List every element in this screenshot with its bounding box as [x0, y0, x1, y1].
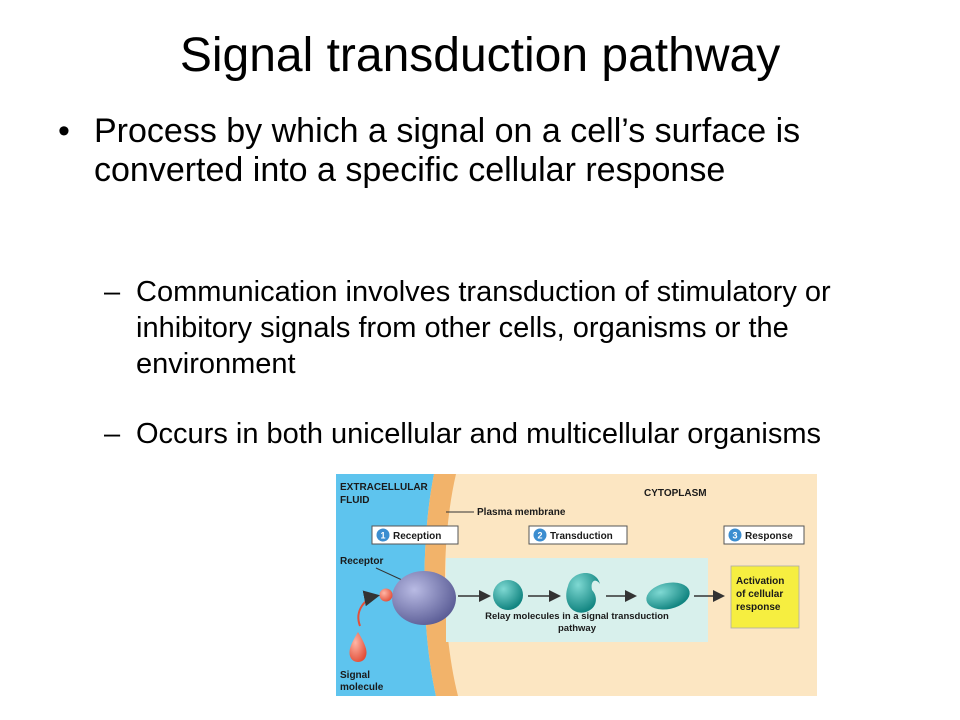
- bullet-text: Process by which a signal on a cell’s su…: [94, 112, 801, 189]
- stage-label: Transduction: [550, 531, 613, 542]
- activation-text: of cellular: [736, 589, 783, 600]
- stage-number-badge: [533, 528, 547, 542]
- receptor-leader-line: [375, 567, 403, 581]
- stage-number-badge: [376, 528, 390, 542]
- sub-bullet-occurs: – Occurs in both unicellular and multice…: [104, 416, 856, 452]
- activation-text: response: [736, 602, 781, 613]
- relay-molecule-2: [566, 572, 600, 613]
- stage-response: 3 Response: [723, 525, 805, 545]
- stage-reception: 1 Reception: [371, 525, 459, 545]
- signal-transduction-figure: EXTRACELLULAR FLUID CYTOPLASM Plasma mem…: [336, 474, 817, 696]
- sub-bullet-marker: –: [104, 276, 121, 308]
- sub-bullet-communication: – Communication involves transduction of…: [104, 274, 856, 382]
- sub-bullet-text: Occurs in both unicellular and multicell…: [136, 418, 822, 450]
- receptor-protein: [392, 571, 456, 625]
- relay-molecule-3: [646, 582, 690, 610]
- sub-bullet-text: Communication involves transduction of s…: [136, 276, 831, 380]
- figure-svg: EXTRACELLULAR FLUID CYTOPLASM Plasma mem…: [336, 474, 817, 696]
- bullet-marker: •: [58, 112, 70, 150]
- receptor-label: Receptor: [340, 556, 383, 567]
- sub-bullet-marker: –: [104, 418, 121, 450]
- bound-signal-molecule: [379, 588, 393, 602]
- cytoplasm-label: CYTOPLASM: [644, 488, 707, 499]
- plasma-membrane-label: Plasma membrane: [477, 507, 566, 518]
- slide-title: Signal transduction pathway: [179, 29, 781, 82]
- stage-number: 1: [380, 531, 385, 541]
- stage-number: 2: [537, 531, 542, 541]
- stage-label: Reception: [393, 531, 441, 542]
- signal-molecule-label: molecule: [340, 682, 384, 693]
- extracellular-label: EXTRACELLULAR: [340, 482, 429, 493]
- stage-transduction: 2 Transduction: [528, 525, 628, 545]
- stage-label: Response: [745, 531, 793, 542]
- extracellular-label: FLUID: [340, 495, 369, 506]
- signal-binding-arrow: [357, 590, 380, 627]
- relay-caption: Relay molecules in a signal transduction: [485, 611, 669, 622]
- activation-text: Activation: [736, 576, 784, 587]
- signal-molecule: [349, 632, 367, 662]
- signal-molecule-label: Signal: [340, 670, 370, 681]
- stage-number: 3: [732, 531, 737, 541]
- main-bullet: • Process by which a signal on a cell’s …: [58, 112, 898, 190]
- activation-box: [730, 565, 800, 629]
- relay-caption: pathway: [558, 623, 597, 634]
- relay-molecule-1: [493, 580, 523, 610]
- stage-number-badge: [728, 528, 742, 542]
